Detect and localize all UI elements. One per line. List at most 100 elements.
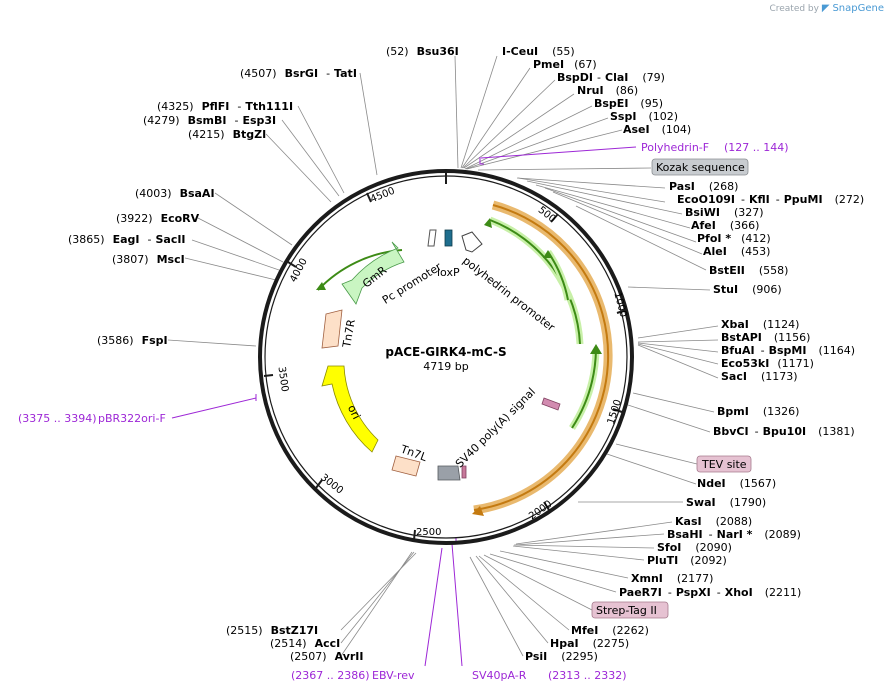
site-acci: (2514)AccI [270,637,340,650]
tick-label-2500: 2500 [416,527,441,538]
site-xbai: XbaI(1124) [721,318,799,331]
primer-polyhedrin-f-pos: (127 .. 144) [724,141,789,154]
site-swai: SwaI(1790) [686,496,766,509]
site-afei: AfeI(366) [691,219,759,232]
tick-label-1000: 1000 [611,291,628,318]
pink-tag-feature [541,397,561,411]
site-pasi: PasI(268) [669,180,738,193]
primer-pbr322-pos: (3375 .. 3394) [18,412,97,425]
site-fspi: (3586)FspI [97,334,168,347]
primer-pbr322-name: pBR322ori-F [98,412,166,425]
site-ecoo109i: EcoO109I-KflI-PpuMI(272) [677,193,864,206]
primer-ebv-name: EBV-rev [372,669,415,682]
site-asei: AseI(104) [623,123,691,136]
site-bsu36i: (52)Bsu36I [386,45,459,58]
site-stui: StuI(906) [713,283,782,296]
site-bsiwi: BsiWI(327) [685,206,764,219]
kozak-label: Kozak sequence [656,161,745,174]
site-saci: SacI(1173) [721,370,798,383]
site-kasi: KasI(2088) [675,515,752,528]
primer-labels: Polyhedrin-F (127 .. 144) (3375 .. 3394)… [18,141,789,682]
ori-label: ori [345,403,363,422]
tn7r-feature [321,309,343,349]
tick-label-4000: 4000 [288,257,310,285]
site-psii: PsiI(2295) [525,650,598,663]
snapgene-name: SnapGene [832,3,884,14]
site-paer7i: PaeR7I-PspXI-XhoI(2211) [619,586,801,599]
site-pluti: PluTI(2092) [647,554,727,567]
site-bsahi: BsaHI-NarI *(2089) [667,528,801,541]
green-cds-arc-outer-core [489,219,581,345]
site-sfoi: SfoI(2090) [657,541,732,554]
green-cds-arc-lower-core [571,349,597,429]
pc-promoter-marker-icon [427,229,437,247]
site-bsteii: BstEII(558) [709,264,788,277]
polyhedrin-promoter-label: polyhedrin promoter [460,254,557,334]
sv40-polya-label: SV40 poly(A) signal [453,385,538,470]
plasmid-length: 4719 bp [423,360,468,373]
restriction-sites-right: (52)Bsu36I I-CeuI(55) PmeI(67) BspDI-Cla… [386,45,864,663]
site-leader-lines [167,55,719,657]
polyhedrin-promoter-arrow [461,231,483,253]
strep-label: Strep-Tag II [596,604,657,617]
created-by-text: Created by [769,4,819,14]
snapgene-branding: Created by ◤ SnapGene [769,3,884,14]
insert-orange-arc-core [473,204,610,511]
site-bsrgi: (4507)BsrGI-TatI [240,67,357,80]
plasmid-name: pACE-GIRK4-mC-S [385,345,506,359]
primer-ebv-pos: (2367 .. 2386) [291,669,370,682]
green-cds-arc-inner [545,250,572,301]
site-ecorv: (3922)EcoRV [116,212,200,225]
ori-feature-arrow [321,365,379,453]
site-bspei: BspEI(95) [594,97,663,110]
tick-label-3000: 3000 [318,472,345,496]
green-cds-arrow-1-icon [484,218,492,228]
site-avrii: (2507)AvrII [290,650,363,663]
site-sspi: SspI(102) [610,110,678,123]
site-nrui: NruI(86) [577,84,638,97]
tick-label-4500: 4500 [369,186,397,206]
site-pflfi: (4325)PflFI-Tth111I [157,100,293,113]
tn7r-label: Tn7R [340,318,358,349]
strep-box: Strep-Tag II [591,601,669,619]
primer-polyhedrin-f-name: Polyhedrin-F [641,141,709,154]
tev-box: TEV site [696,455,752,473]
site-bstz17i: (2515)BstZ17I [226,624,318,637]
tick-label-3500: 3500 [276,366,290,393]
site-mfei: MfeI(2262) [571,624,649,637]
site-xmni: XmnI(2177) [631,572,713,585]
site-eagi: (3865)EagI-SacII [68,233,186,246]
sv40-polya-feature [437,465,461,481]
site-bsmbi: (4279)BsmBI-Esp3I [143,114,276,127]
site-bspdi: BspDI-ClaI(79) [557,71,665,84]
loxp-label: loxP [437,266,460,279]
site-bsaai: (4003)BsaAI [135,187,215,200]
gmr-feature-arrow [341,241,405,305]
site-eco53ki: Eco53kI(1171) [721,357,814,370]
kozak-box: Kozak sequence [651,158,749,176]
site-iceui: I-CeuI(55) [502,45,575,58]
primer-leader-lines [171,146,637,667]
site-msci: (3807)MscI [112,253,185,266]
green-cds-arrow-4-icon [316,282,326,290]
site-bfuai: BfuAI-BspMI(1164) [721,344,855,357]
tev-label: TEV site [701,458,747,471]
primer-sv40pa-name: SV40pA-R [472,669,527,682]
site-btgzi: (4215)BtgZI [188,128,266,141]
tn7l-feature [391,455,421,477]
site-pmei: PmeI(67) [533,58,597,71]
site-hpai: HpaI(2275) [550,637,629,650]
site-pfoi: PfoI *(412) [697,232,771,245]
site-bbvci: BbvCI-Bpu10I(1381) [713,425,855,438]
restriction-sites-left: (2515)BstZ17I (2514)AccI (2507)AvrII (35… [68,67,363,663]
green-cds-arrow-3-icon [590,344,602,354]
insert-orange-arrowhead [472,506,484,516]
small-pink-feature [461,465,467,479]
green-cds-arrow-2-icon [543,250,553,258]
site-ndei: NdeI(1567) [697,477,776,490]
site-bstapi: BstAPI(1156) [721,331,810,344]
primer-sv40pa-pos: (2313 .. 2332) [548,669,627,682]
plasmid-backbone-circle [258,169,634,545]
snapgene-logo-icon: ◤ [821,3,830,14]
